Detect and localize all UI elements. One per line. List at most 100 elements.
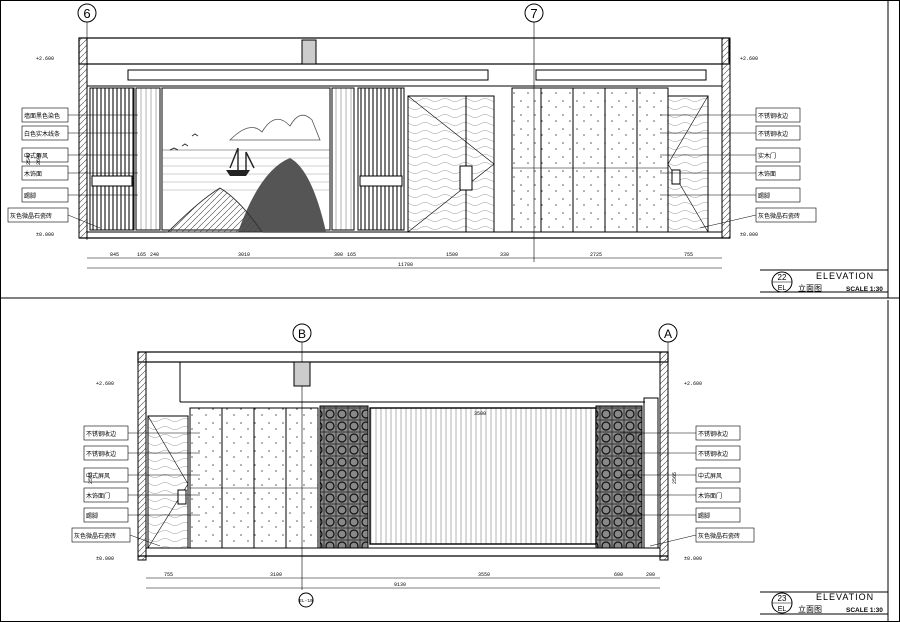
left-tag-1: 不锈钢收边 xyxy=(83,425,200,441)
svg-text:灰色微晶石瓷砖: 灰色微晶石瓷砖 xyxy=(698,532,740,540)
right-tag-4: 木饰面门 xyxy=(620,487,741,503)
left-tag-2: 不锈钢收边 xyxy=(83,445,200,461)
right-annotations-23: 不锈钢收边 不锈钢收边 中式屏风 木饰面门 踢脚 灰色微晶石瓷砖 xyxy=(620,425,755,547)
level-top-right: +2.600 xyxy=(740,56,758,62)
svg-text:不锈钢收边: 不锈钢收边 xyxy=(758,130,788,138)
section-tag-icon xyxy=(298,592,314,608)
right-tag-1: 不锈钢收边 xyxy=(620,425,741,441)
left-tag-6: 灰色微晶石瓷砖 xyxy=(7,207,101,229)
svg-text:2725: 2725 xyxy=(590,252,602,258)
right-tag-6: 灰色微晶石瓷砖 xyxy=(699,207,817,229)
right-tag-3: 中式屏风 xyxy=(620,467,741,483)
right-tag-2: 不锈钢收边 xyxy=(660,125,801,141)
elevation-23: B A 不锈钢收边 不锈钢收边 中式屏风 木饰面门 踢脚 灰色微 xyxy=(71,323,888,615)
landscape-painting xyxy=(162,114,330,233)
svg-text:300: 300 xyxy=(334,252,343,258)
left-tag-5: 踢脚 xyxy=(83,507,200,523)
left-annotations: 墙面黑色染色 白色实木线条 中式屏风 木饰面 踢脚 灰色微晶石瓷砖 xyxy=(7,107,138,229)
svg-text:755: 755 xyxy=(684,252,693,258)
svg-text:墙面黑色染色: 墙面黑色染色 xyxy=(24,112,60,120)
right-tag-1: 不锈钢收边 xyxy=(660,107,801,123)
right-tag-2: 不锈钢收边 xyxy=(620,445,741,461)
svg-text:9130: 9130 xyxy=(394,582,406,588)
svg-text:灰色微晶石瓷砖: 灰色微晶石瓷砖 xyxy=(10,212,52,220)
svg-text:踢脚: 踢脚 xyxy=(24,192,36,200)
left-tag-4: 木饰面门 xyxy=(83,487,200,503)
title-block-23: 23 EL ELEVATION 立面图 SCALE 1:30 xyxy=(760,591,888,615)
svg-text:200: 200 xyxy=(646,572,655,578)
right-tag-3: 实木门 xyxy=(660,147,801,163)
svg-text:木饰面: 木饰面 xyxy=(24,170,42,178)
grid-marker-6-label: 6 xyxy=(83,6,90,21)
svg-text:木饰面: 木饰面 xyxy=(758,170,776,178)
level-bottom-right: ±0.000 xyxy=(740,232,758,238)
height-right-23: 2565 xyxy=(672,472,678,484)
level-bottom-left: ±0.000 xyxy=(36,232,54,238)
svg-text:11700: 11700 xyxy=(398,262,413,268)
left-tag-1: 墙面黑色染色 xyxy=(21,107,138,123)
left-tag-3: 中式屏风 xyxy=(21,147,138,163)
dimension-chain-23: 755 3100 3550 600 200 9130 xyxy=(146,572,660,589)
panel-number: 23 xyxy=(778,594,787,603)
svg-text:330: 330 xyxy=(500,252,509,258)
section-tag: EL-10 xyxy=(299,598,313,604)
svg-text:不锈钢收边: 不锈钢收边 xyxy=(758,112,788,120)
grid-marker-a-label: A xyxy=(664,327,672,341)
svg-text:240: 240 xyxy=(150,252,159,258)
svg-text:中式屏风: 中式屏风 xyxy=(24,152,48,160)
left-tag-3: 中式屏风 xyxy=(83,467,200,483)
panel-sheet: EL xyxy=(778,606,787,613)
svg-text:灰色微晶石瓷砖: 灰色微晶石瓷砖 xyxy=(74,532,116,540)
panel-sheet: EL xyxy=(778,285,787,292)
right-annotations: 不锈钢收边 不锈钢收边 实木门 木饰面 踢脚 灰色微晶石瓷砖 xyxy=(660,107,817,229)
panel-number: 22 xyxy=(778,273,787,282)
svg-text:灰色微晶石瓷砖: 灰色微晶石瓷砖 xyxy=(758,212,800,220)
height-left: 2540 xyxy=(26,153,32,165)
left-tag-6: 灰色微晶石瓷砖 xyxy=(71,527,161,547)
grid-marker-7-label: 7 xyxy=(530,6,537,21)
left-tag-4: 木饰面 xyxy=(21,165,138,181)
inner-dimension-23: 3500 xyxy=(474,411,486,417)
panel-subtitle: 立面图 xyxy=(798,604,822,614)
right-tag-4: 木饰面 xyxy=(660,165,801,181)
left-tag-2: 白色实木线条 xyxy=(21,125,138,141)
level-bottom-right-23: ±0.000 xyxy=(684,556,702,562)
right-tag-6: 灰色微晶石瓷砖 xyxy=(649,527,755,547)
right-tag-5: 踢脚 xyxy=(660,187,801,203)
right-tag-5: 踢脚 xyxy=(620,507,741,523)
panel-scale: SCALE 1:30 xyxy=(846,286,883,293)
svg-text:165: 165 xyxy=(347,252,356,258)
svg-text:白色实木线条: 白色实木线条 xyxy=(24,130,60,138)
svg-text:不锈钢收边: 不锈钢收边 xyxy=(698,450,728,458)
panel-scale: SCALE 1:30 xyxy=(846,607,883,614)
panel-subtitle: 立面图 xyxy=(798,283,822,293)
level-top-left: +2.600 xyxy=(36,56,54,62)
svg-text:不锈钢收边: 不锈钢收边 xyxy=(698,430,728,438)
level-top-left-23: +2.600 xyxy=(96,381,114,387)
left-tag-5: 踢脚 xyxy=(21,187,138,203)
svg-text:1500: 1500 xyxy=(446,252,458,258)
svg-text:踢脚: 踢脚 xyxy=(698,512,710,520)
svg-text:不锈钢收边: 不锈钢收边 xyxy=(86,430,116,438)
svg-text:3100: 3100 xyxy=(270,572,282,578)
dimension-chain-22: 845 165 240 3010 300 165 1500 330 2725 7… xyxy=(87,252,722,269)
svg-text:中式屏风: 中式屏风 xyxy=(698,472,722,480)
svg-text:755: 755 xyxy=(164,572,173,578)
left-annotations-23: 不锈钢收边 不锈钢收边 中式屏风 木饰面门 踢脚 灰色微晶石瓷砖 xyxy=(71,425,200,547)
grid-marker-b-label: B xyxy=(298,327,306,341)
svg-text:3010: 3010 xyxy=(238,252,250,258)
svg-text:不锈钢收边: 不锈钢收边 xyxy=(86,450,116,458)
height-left-23: 2565 xyxy=(88,472,94,484)
svg-text:踢脚: 踢脚 xyxy=(86,512,98,520)
svg-text:中式屏风: 中式屏风 xyxy=(86,472,110,480)
svg-text:木饰面门: 木饰面门 xyxy=(698,492,722,500)
svg-text:实木门: 实木门 xyxy=(758,152,776,160)
elevation-22: 6 7 xyxy=(7,3,888,293)
svg-text:木饰面门: 木饰面门 xyxy=(86,492,110,500)
svg-text:845: 845 xyxy=(110,252,119,258)
svg-text:3550: 3550 xyxy=(478,572,490,578)
panel-title: ELEVATION xyxy=(816,592,874,602)
level-bottom-left-23: ±0.000 xyxy=(96,556,114,562)
svg-text:165: 165 xyxy=(137,252,146,258)
